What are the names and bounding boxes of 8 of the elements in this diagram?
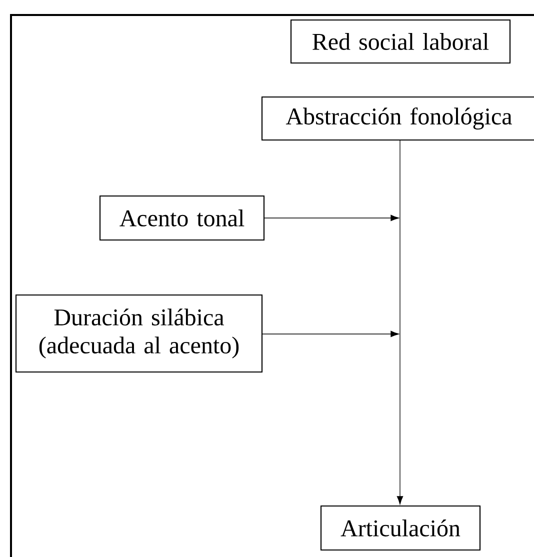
label-box: Red social laboral <box>290 19 511 64</box>
arrow <box>396 140 404 504</box>
label-box: Acento tonal <box>99 195 265 241</box>
label-box: Duración silábica (adecuada al acento) <box>15 294 263 373</box>
label-box: Articulación <box>320 505 481 551</box>
label-box: Abstracción fonológica <box>261 96 534 141</box>
arrow <box>262 330 399 338</box>
arrow <box>264 214 399 222</box>
